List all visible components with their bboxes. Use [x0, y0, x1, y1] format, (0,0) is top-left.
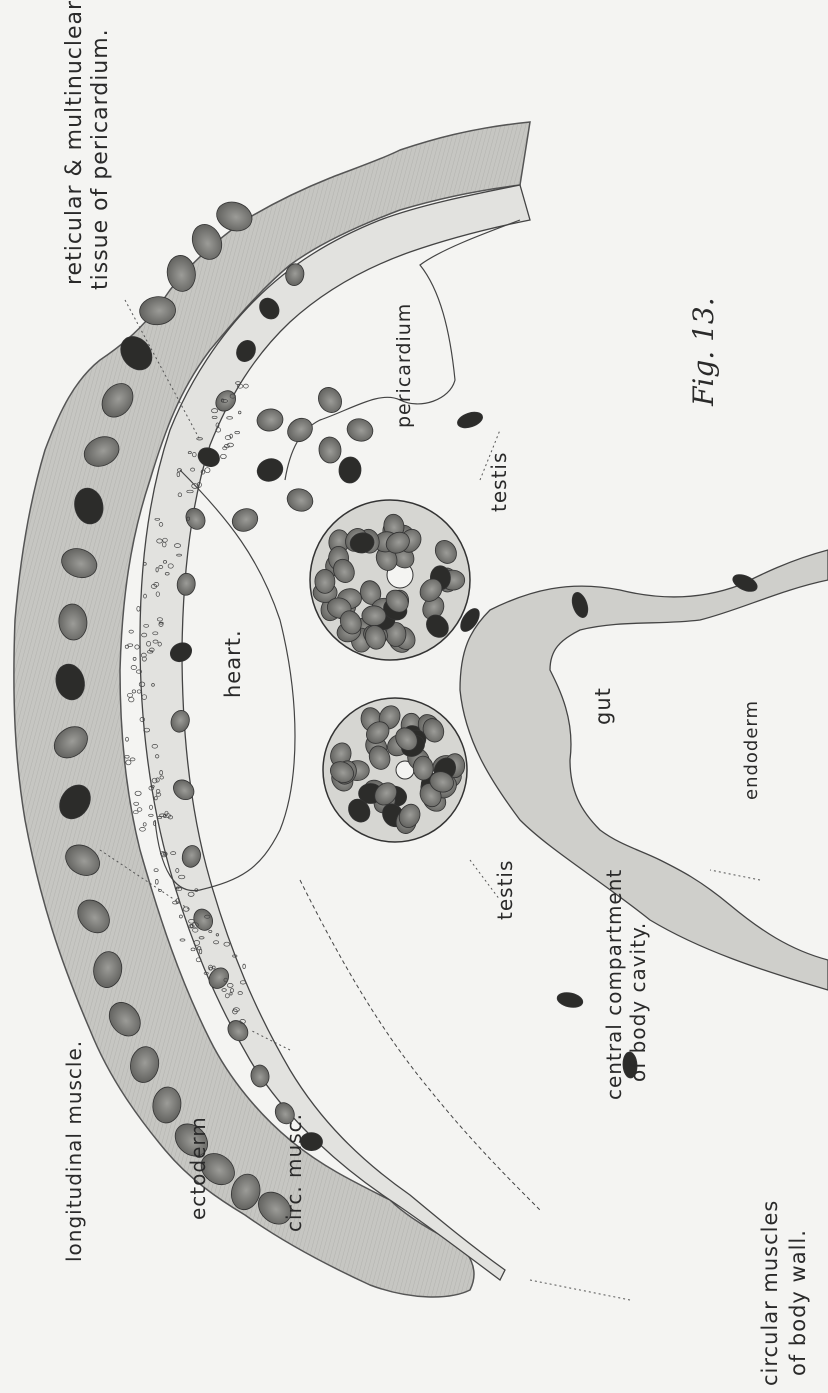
reticular-particle [244, 384, 249, 388]
reticular-particle [137, 690, 141, 693]
reticular-particle [131, 665, 136, 669]
reticular-particle [129, 630, 133, 633]
reticular-particle [238, 411, 241, 414]
reticular-particle [130, 758, 135, 761]
pericardial-nucleus [338, 456, 362, 483]
reticular-particle [126, 760, 131, 765]
reticular-particle [205, 468, 210, 473]
label-circ-musc: circ. musc. [282, 1113, 306, 1232]
pericardial-nucleus [284, 485, 316, 514]
reticular-particle [133, 657, 136, 660]
gut-nucleus [455, 409, 484, 430]
reticular-particle [129, 697, 134, 702]
body-cavity-line [300, 880, 540, 1210]
reticular-particle [132, 690, 135, 693]
label-ectoderm: ectoderm [186, 1116, 210, 1220]
reticular-particle [143, 823, 146, 826]
label-gut: gut [591, 687, 615, 725]
reticular-particle [137, 808, 142, 812]
reticular-particle [135, 645, 139, 649]
label-longitudinal-muscle: longitudinal muscle. [62, 1040, 86, 1262]
reticular-particle [150, 805, 153, 809]
reticular-particle [135, 791, 141, 795]
gut-nucleus [556, 990, 584, 1009]
reticular-particle [155, 879, 158, 884]
reticular-particle [235, 431, 240, 433]
reticular-particle [133, 811, 138, 814]
reticular-particle [125, 645, 128, 648]
label-heart: heart. [221, 629, 245, 698]
reticular-particle [137, 606, 140, 611]
reticular-particle [221, 454, 227, 458]
reticular-particle [227, 443, 233, 447]
label-pericardium: pericardium [393, 303, 415, 428]
reticular-particle [154, 869, 158, 872]
reticular-particle [179, 915, 182, 918]
label-central-compartment: central compartment [602, 869, 626, 1100]
reticular-particle [243, 964, 246, 969]
label-circular-muscles-line-2: of body wall. [786, 1229, 810, 1376]
label-reticular-line-2: tissue of pericardium. [88, 28, 113, 290]
label-endoderm: endoderm [741, 700, 762, 800]
reticular-particle [180, 939, 185, 941]
pericardial-nucleus [318, 436, 342, 464]
reticular-particle [127, 693, 132, 697]
testis-nucleus [362, 605, 387, 626]
label-reticular: reticular & multinuclear [62, 0, 87, 285]
label-circular-muscles: circular muscles [758, 1200, 782, 1386]
label-central-compartment-line-2: of body cavity. [626, 922, 650, 1082]
pericardial-nucleus [283, 414, 317, 447]
reticular-particle [191, 948, 195, 951]
reticular-particle [227, 417, 233, 420]
label-testis-upper: testis [487, 452, 511, 512]
pericardial-nucleus [255, 407, 284, 433]
pericardial-nucleus [254, 455, 286, 485]
testis-nucleus [315, 569, 335, 593]
reticular-particle [173, 901, 178, 904]
figure-caption: Fig. 13. [687, 297, 720, 406]
reticular-particle [140, 827, 146, 831]
label-testis-lower: testis [493, 860, 517, 920]
reticular-particle [149, 814, 154, 816]
reticular-particle [125, 755, 129, 758]
pericardial-nucleus [344, 416, 375, 445]
reticular-particle [134, 802, 139, 805]
reticular-particle [126, 737, 129, 741]
